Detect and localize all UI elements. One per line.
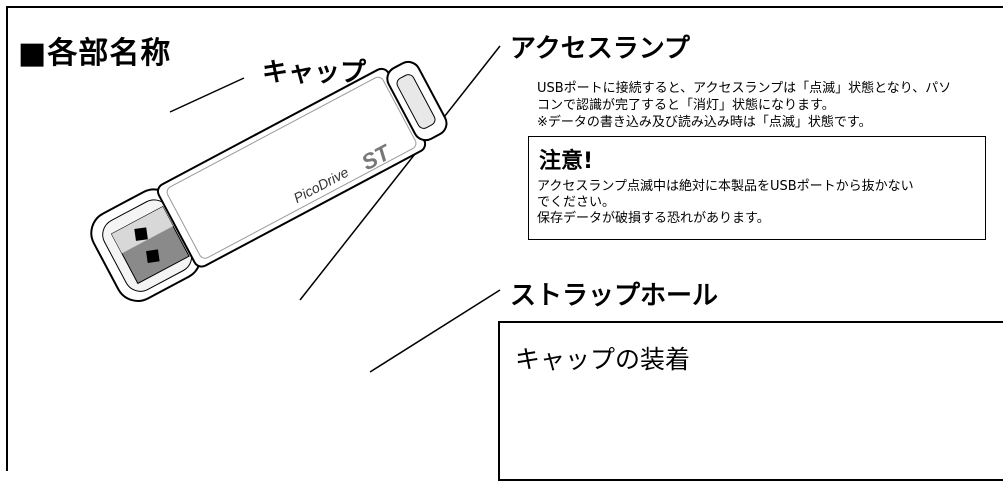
cap-attach-box [498,321,1003,481]
access-lamp-description: USBポートに接続すると、アクセスランプは「点滅」状態となり、パソ コンで認識が… [537,81,952,130]
drive-body [156,67,427,268]
warning-body: アクセスランプ点滅中は絶対に本製品をUSBポートから抜かない でください。 保存… [537,179,914,226]
cap-label: キャップ [262,58,367,88]
strap-leader-line [369,289,501,373]
page-frame [6,6,1003,471]
usb-pin-hole-1 [134,227,148,241]
strap-hole-label: ストラップホール [510,281,719,311]
warning-box: 注意! アクセスランプ点滅中は絶対に本製品をUSBポートから抜かない でください… [528,136,986,240]
manual-page: ■各部名称 PicoDrive ST [6,6,1003,481]
section-title: ■各部名称 [18,36,172,71]
warning-title: 注意! [539,149,594,174]
cap-attach-title: キャップの装着 [515,345,691,374]
lamp-leader-line [299,45,501,301]
cap-leader-line [169,77,245,113]
access-lamp-label: アクセスランプ [510,34,690,64]
usb-pin-hole-2 [146,249,160,263]
